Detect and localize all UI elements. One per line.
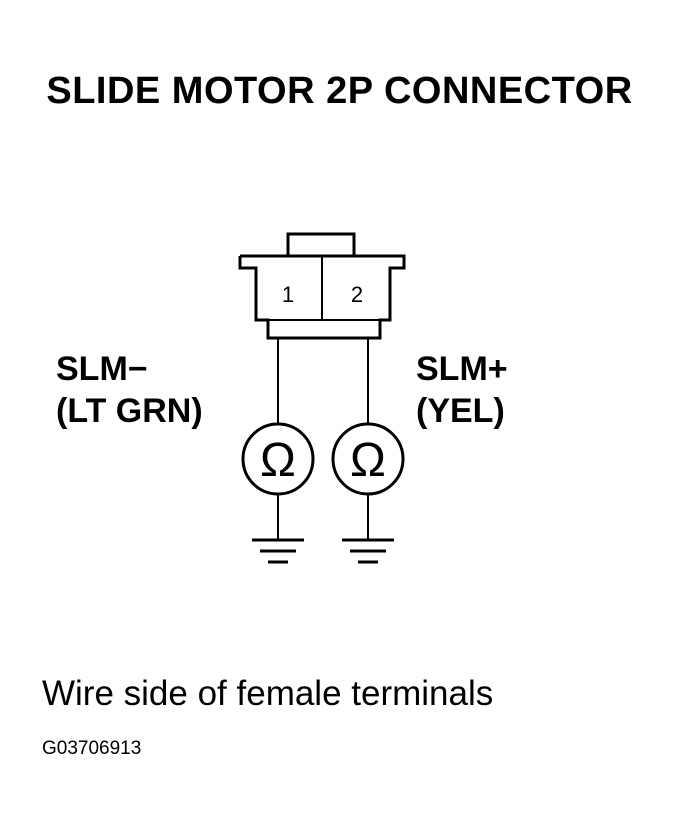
terminal-2-signal: SLM+ [416, 350, 508, 388]
ground-icon [342, 538, 394, 564]
ohmmeter-1: Ω [241, 422, 315, 496]
terminal-1-signal: SLM− [56, 350, 148, 388]
terminal-1-wire-color: (LT GRN) [56, 392, 203, 430]
terminal-1-label: SLM− (LT GRN) [56, 348, 203, 432]
ground-icon [252, 538, 304, 564]
ohm-icon: Ω [350, 434, 386, 487]
connector-housing [238, 232, 406, 340]
terminal-2-wire-color: (YEL) [416, 392, 505, 430]
connector-lock-tab [286, 232, 356, 258]
caption: Wire side of female terminals [42, 674, 494, 713]
terminal-1-number: 1 [282, 282, 294, 307]
diagram-title: SLIDE MOTOR 2P CONNECTOR [46, 70, 633, 112]
figure-id: G03706913 [42, 738, 142, 759]
terminal-2-number: 2 [351, 282, 363, 307]
ohm-icon: Ω [260, 434, 296, 487]
ohmmeter-2: Ω [331, 422, 405, 496]
terminal-2-label: SLM+ (YEL) [416, 348, 508, 432]
